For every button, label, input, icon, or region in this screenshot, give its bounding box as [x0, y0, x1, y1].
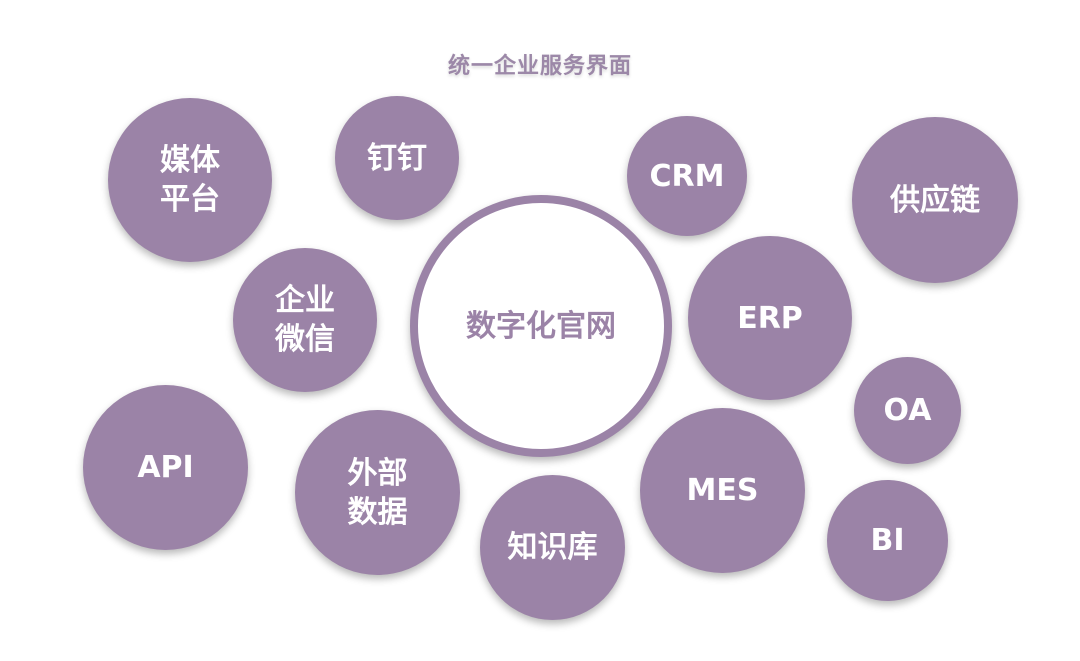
node-label: 知识库 [507, 530, 598, 565]
node-external-data: 外部数据 [295, 410, 460, 575]
node-label: 企业微信 [275, 283, 335, 357]
node-label: MES [686, 473, 759, 508]
node-label: 钉钉 [367, 140, 427, 176]
node-label: CRM [649, 158, 725, 194]
node-label: 供应链 [890, 182, 980, 218]
center-node-digital-website: 数字化官网 [410, 195, 672, 457]
diagram-title: 统一企业服务界面 [447, 54, 632, 79]
node-supply-chain: 供应链 [852, 117, 1018, 283]
node-label: OA [883, 393, 932, 428]
node-api: API [83, 385, 248, 550]
node-label: 媒体平台 [160, 143, 220, 217]
node-label: BI [870, 523, 905, 558]
node-knowledge-base: 知识库 [480, 475, 625, 620]
node-label: API [137, 450, 194, 485]
node-crm: CRM [627, 116, 747, 236]
node-dingtalk: 钉钉 [335, 96, 459, 220]
node-label: ERP [737, 300, 803, 336]
node-wecom: 企业微信 [233, 248, 377, 392]
node-mes: MES [640, 408, 805, 573]
node-label: 外部数据 [347, 455, 408, 530]
node-erp: ERP [688, 236, 852, 400]
node-media-platform: 媒体平台 [108, 98, 272, 262]
node-bi: BI [827, 480, 948, 601]
node-oa: OA [854, 357, 961, 464]
node-label: 数字化官网 [466, 308, 616, 344]
